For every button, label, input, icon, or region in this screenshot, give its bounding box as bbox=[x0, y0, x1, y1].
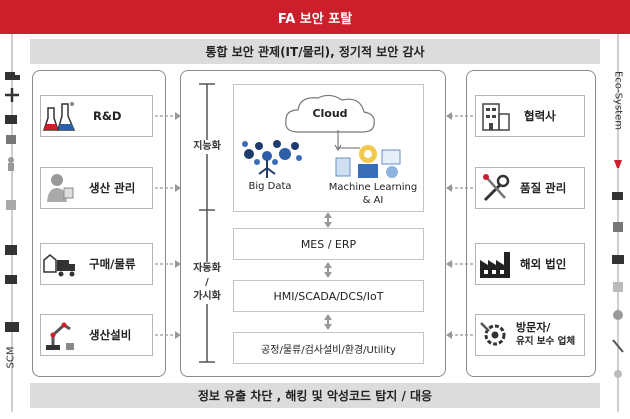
hmi-scada-layer: HMI/SCADA/DCS/IoT bbox=[233, 280, 424, 312]
office-building-icon bbox=[613, 282, 623, 292]
rnd-box: R&D bbox=[40, 95, 153, 137]
ml-label: Machine Learning & AI bbox=[318, 181, 428, 207]
production-mgmt-label: 생산 관리 bbox=[89, 181, 136, 195]
production-mgmt-box: 생산 관리 bbox=[40, 167, 153, 209]
ml-label-line2: & AI bbox=[362, 195, 384, 206]
factory-icon bbox=[612, 255, 624, 264]
tools-icon bbox=[612, 339, 624, 353]
lab-flask-icon bbox=[41, 97, 79, 135]
process-equipment-label: 공정/물류/검사설비/환경/Utility bbox=[261, 344, 396, 356]
left-arrows bbox=[155, 112, 181, 339]
automation-label: 자동화 / 가시화 bbox=[188, 262, 226, 304]
intelligence-label: 지능화 bbox=[188, 140, 226, 154]
overseas-corp-label: 해외 법인 bbox=[520, 257, 567, 271]
maintenance-gear-icon bbox=[614, 370, 622, 378]
office-building-icon bbox=[476, 97, 514, 135]
mes-erp-layer: MES / ERP bbox=[233, 228, 424, 260]
automation-line2: / bbox=[205, 277, 209, 288]
machine-learning-graphic bbox=[335, 145, 401, 178]
rnd-label: R&D bbox=[93, 109, 122, 123]
maintenance-gear-icon bbox=[476, 316, 514, 354]
top-band: 통합 보안 관제(IT/물리), 정기적 보안 감사 bbox=[30, 39, 600, 64]
scm-label: SCM bbox=[5, 346, 17, 369]
automation-line1: 자동화 bbox=[193, 263, 221, 274]
delivery-truck-icon bbox=[41, 245, 79, 283]
eco-system-label: Eco-System bbox=[612, 70, 624, 131]
bottom-band: 정보 유출 차단 , 해킹 및 악성코드 탐지 / 대응 bbox=[30, 383, 600, 408]
partners-box: 협력사 bbox=[475, 95, 585, 137]
eco-icons bbox=[612, 130, 624, 380]
visitors-label-line2: 유지 보수 업체 bbox=[516, 336, 576, 347]
box-icon bbox=[6, 135, 16, 144]
lab-flask-icon bbox=[614, 160, 622, 168]
top-band-text: 통합 보안 관제(IT/물리), 정기적 보안 감사 bbox=[205, 45, 425, 59]
cloud-icon bbox=[285, 94, 375, 133]
center-brackets bbox=[199, 83, 215, 363]
production-equipment-label: 생산설비 bbox=[89, 328, 132, 342]
visitors-label: 방문자/ 유지 보수 업체 bbox=[516, 321, 575, 349]
hmi-scada-label: HMI/SCADA/DCS/IoT bbox=[273, 289, 384, 303]
partners-label: 협력사 bbox=[524, 109, 556, 123]
ml-label-line1: Machine Learning bbox=[328, 182, 418, 193]
layer-arrows bbox=[324, 212, 332, 330]
automation-line3: 가시화 bbox=[193, 291, 221, 302]
robot-arm-icon bbox=[41, 316, 79, 354]
visitors-box: 방문자/ 유지 보수 업체 bbox=[475, 314, 585, 356]
visitors-label-line1: 방문자/ bbox=[516, 321, 551, 334]
right-arrows bbox=[446, 112, 474, 339]
big-data-graphic bbox=[242, 140, 302, 178]
robot-arm-icon bbox=[613, 222, 623, 232]
worker-icon bbox=[8, 157, 14, 171]
crate-icon bbox=[5, 245, 17, 255]
portal-title: FA 보안 포탈 bbox=[277, 11, 353, 27]
process-equipment-layer: 공정/물류/검사설비/환경/Utility bbox=[233, 332, 424, 364]
portal-title-bar: FA 보안 포탈 bbox=[0, 0, 630, 34]
quality-mgmt-label: 품질 관리 bbox=[520, 181, 567, 195]
cloud-arrow bbox=[334, 130, 360, 151]
big-data-label: Big Data bbox=[248, 181, 292, 192]
worker-icon bbox=[41, 169, 79, 207]
truck-icon bbox=[612, 192, 623, 200]
factory-icon bbox=[476, 245, 514, 283]
cloud-label: Cloud bbox=[312, 107, 348, 120]
truck-icon bbox=[5, 72, 20, 80]
overseas-corp-box: 해외 법인 bbox=[475, 243, 585, 285]
eco-strip bbox=[606, 130, 630, 390]
mes-erp-label: MES / ERP bbox=[300, 237, 357, 251]
gear-icon bbox=[613, 310, 623, 320]
scm-icons bbox=[5, 70, 20, 350]
quality-mgmt-box: 품질 관리 bbox=[475, 167, 585, 209]
truck-icon bbox=[5, 275, 17, 284]
purchasing-logistics-box: 구매/물류 bbox=[40, 243, 153, 285]
bottom-band-text: 정보 유출 차단 , 해킹 및 악성코드 탐지 / 대응 bbox=[197, 389, 433, 403]
robot-arm-icon bbox=[6, 200, 16, 210]
tools-icon bbox=[476, 169, 514, 207]
factory-icon bbox=[5, 322, 19, 332]
purchasing-logistics-label: 구매/물류 bbox=[89, 257, 136, 271]
production-equipment-box: 생산설비 bbox=[40, 314, 153, 356]
truck-icon bbox=[5, 115, 17, 124]
scm-strip bbox=[0, 60, 24, 380]
airplane-icon bbox=[5, 88, 19, 102]
